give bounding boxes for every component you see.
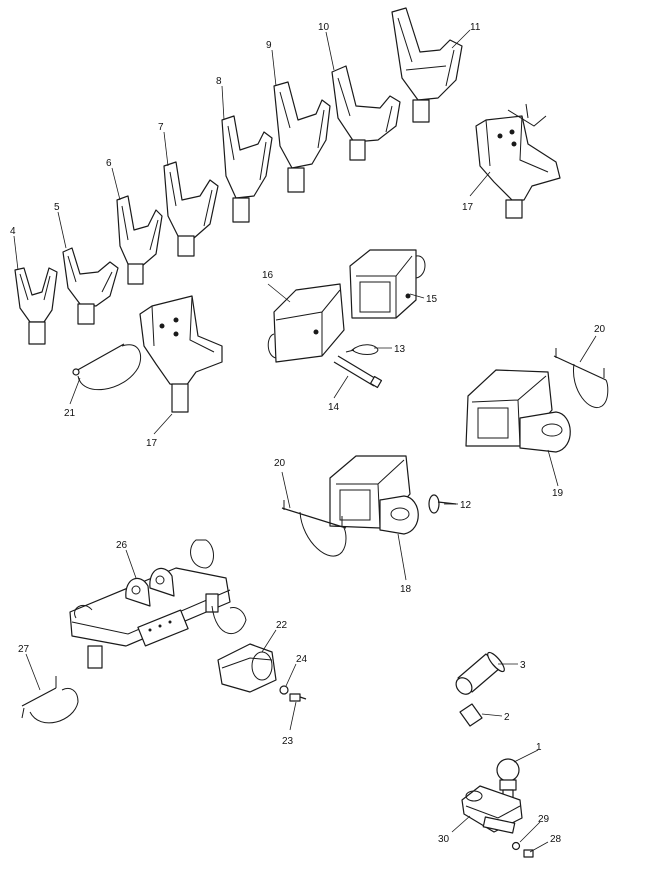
part-4-fork-head xyxy=(14,267,58,345)
part-5-fork-head xyxy=(62,247,119,325)
callout-19: 19 xyxy=(552,488,564,499)
callout-14: 14 xyxy=(328,402,340,413)
part-26-drawbar-assembly xyxy=(69,539,247,669)
callout-23: 23 xyxy=(282,736,294,747)
callout-29: 29 xyxy=(538,814,550,825)
part-20-lanyard-pin-lower xyxy=(281,500,347,557)
callout-16: 16 xyxy=(262,270,274,281)
part-22-clevis xyxy=(217,643,277,693)
part-29-washer xyxy=(511,841,521,851)
part-11-fork-head xyxy=(391,7,463,123)
callout-28: 28 xyxy=(550,834,562,845)
callout-7: 7 xyxy=(158,122,164,133)
callout-8: 8 xyxy=(216,76,222,87)
callout-10: 10 xyxy=(318,22,330,33)
callout-22: 22 xyxy=(276,620,288,631)
callout-3: 3 xyxy=(520,660,526,671)
part-20-lanyard-pin-upper xyxy=(553,348,609,409)
leader-lines xyxy=(13,29,597,853)
part-15-receiver-tube xyxy=(349,249,426,319)
part-16-receiver-tube xyxy=(267,283,345,363)
part-13-clip xyxy=(345,344,379,355)
callout-26: 26 xyxy=(116,540,128,551)
callout-9: 9 xyxy=(266,40,272,51)
callout-30: 30 xyxy=(438,834,450,845)
part-18-receiver-mount xyxy=(329,455,419,535)
callout-17-lower: 17 xyxy=(146,438,158,449)
callout-27: 27 xyxy=(18,644,30,655)
callout-21: 21 xyxy=(64,408,76,419)
callout-13: 13 xyxy=(394,344,406,355)
part-27-lanyard-pin xyxy=(21,676,79,724)
part-9-fork-head xyxy=(273,81,331,193)
part-3-pin xyxy=(455,651,505,695)
callout-15: 15 xyxy=(426,294,438,305)
callout-17-upper: 17 xyxy=(462,202,474,213)
part-10-fork-head xyxy=(331,65,401,161)
callout-5: 5 xyxy=(54,202,60,213)
part-30-ball-mount xyxy=(461,785,523,834)
part-19-receiver-mount xyxy=(465,369,571,453)
callout-20-upper: 20 xyxy=(594,324,606,335)
callout-11: 11 xyxy=(470,22,481,33)
callout-24: 24 xyxy=(296,654,308,665)
callout-18: 18 xyxy=(400,584,412,595)
callout-20-lower: 20 xyxy=(274,458,286,469)
part-6-fork-head xyxy=(116,195,163,285)
callout-12: 12 xyxy=(460,500,472,511)
callout-labels: 4 5 6 7 8 9 10 11 17 16 15 13 14 17 21 2… xyxy=(10,22,606,845)
callout-2: 2 xyxy=(504,712,510,723)
callout-6: 6 xyxy=(106,158,112,169)
part-8-fork-head xyxy=(221,115,273,223)
part-7-fork-head xyxy=(163,161,219,257)
part-14-hitch-pin xyxy=(333,355,383,389)
callout-4: 4 xyxy=(10,226,16,237)
part-28-bolt xyxy=(523,849,534,858)
part-17-mount-bracket-lower xyxy=(139,295,223,413)
part-24-washer xyxy=(279,685,289,695)
callout-1: 1 xyxy=(536,742,542,753)
part-21-lanyard-pin xyxy=(72,343,142,391)
part-17-mount-bracket-upper xyxy=(475,103,561,219)
part-23-bolt xyxy=(289,693,307,702)
part-2-bushing xyxy=(459,703,483,727)
